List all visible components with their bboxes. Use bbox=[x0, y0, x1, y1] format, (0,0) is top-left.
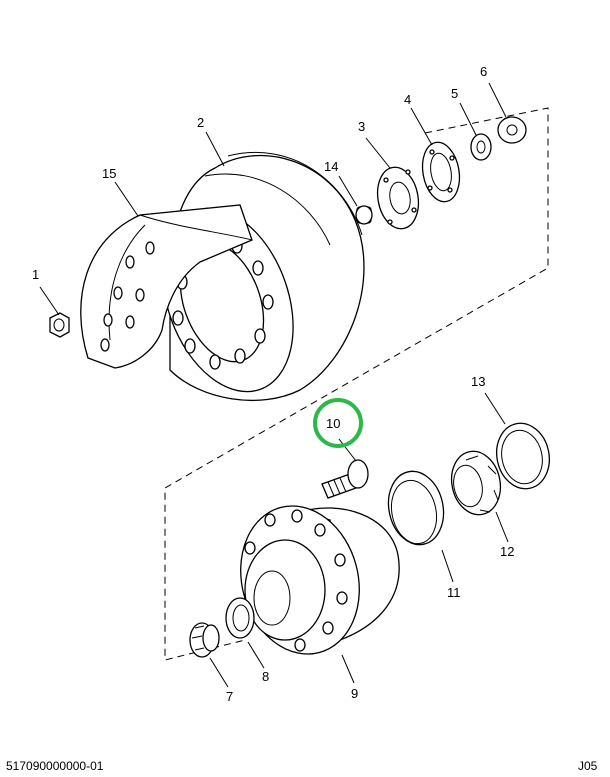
callout-15: 15 bbox=[102, 166, 116, 181]
callout-5: 5 bbox=[451, 86, 458, 101]
callout-2: 2 bbox=[197, 115, 204, 130]
part-15-dust-shield bbox=[80, 204, 253, 369]
part-1-nut bbox=[49, 312, 70, 338]
part-11-bearing-cup bbox=[387, 470, 445, 546]
part-8-seal bbox=[225, 597, 255, 639]
part-6-washer bbox=[497, 116, 527, 144]
part-13-bearing-cup bbox=[496, 422, 550, 490]
callout-9: 9 bbox=[351, 686, 358, 701]
callout-7: 7 bbox=[226, 689, 233, 704]
hub-stud-holes bbox=[244, 509, 348, 652]
callout-14: 14 bbox=[324, 159, 338, 174]
part-7-bearing-cone bbox=[189, 622, 220, 658]
part-4-gasket bbox=[421, 141, 461, 203]
callout-6: 6 bbox=[480, 64, 487, 79]
callout-1: 1 bbox=[32, 267, 39, 282]
callout-4: 4 bbox=[404, 92, 411, 107]
part-9-hub bbox=[240, 505, 400, 655]
drawing-number: 517090000000-01 bbox=[6, 759, 104, 773]
callout-13: 13 bbox=[471, 374, 485, 389]
part-5-washer bbox=[470, 133, 492, 161]
callout-11: 11 bbox=[447, 585, 461, 600]
part-10-wheel-stud bbox=[321, 459, 369, 499]
callout-labels: 1 2 3 4 5 6 14 15 10 13 12 11 9 8 7 bbox=[32, 64, 514, 704]
callout-12: 12 bbox=[500, 544, 514, 559]
sheet-code: J05 bbox=[578, 759, 598, 773]
shield-bolt-holes bbox=[100, 241, 155, 352]
callout-3: 3 bbox=[358, 119, 365, 134]
callout-10: 10 bbox=[326, 416, 340, 431]
assembly-boundary bbox=[164, 107, 549, 661]
callout-8: 8 bbox=[262, 669, 269, 684]
part-12-bearing-cone bbox=[450, 450, 502, 516]
part-3-hub-cap bbox=[376, 166, 420, 230]
highlight-ring bbox=[313, 398, 363, 448]
part-14-plug bbox=[355, 205, 373, 225]
leader-lines bbox=[39, 82, 509, 688]
